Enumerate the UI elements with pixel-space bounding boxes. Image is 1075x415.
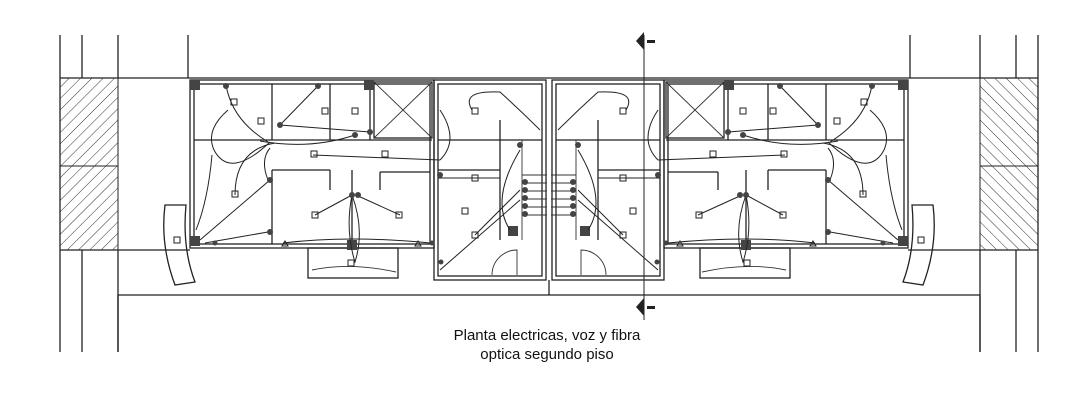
drawing-title: Planta electricas, voz y fibra optica se… [400,326,694,364]
drawing-title-line1: Planta electricas, voz y fibra [453,327,641,344]
drawing-title-line2: optica segundo piso [480,346,614,363]
section-marker-icon [636,32,655,320]
